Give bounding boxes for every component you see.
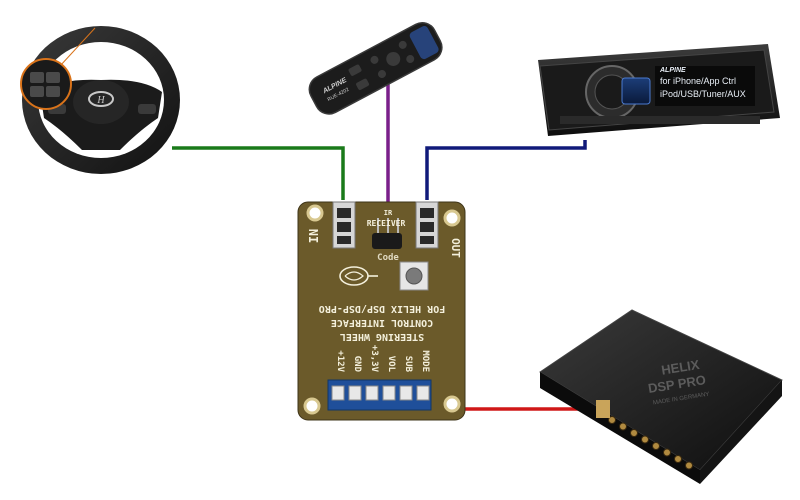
code-button	[399, 261, 429, 291]
terminal-label-4: SUB	[403, 356, 413, 373]
terminal-screw-2	[365, 385, 379, 401]
dsp-connectors	[608, 416, 693, 470]
svg-text:H: H	[96, 95, 105, 106]
terminal-screw-1	[348, 385, 362, 401]
terminal-screw-0	[331, 385, 345, 401]
dsp-port-4	[652, 442, 660, 450]
dsp-port-1	[619, 422, 627, 431]
terminal-label-5: MODE	[420, 350, 430, 372]
terminal-screw-3	[382, 385, 396, 401]
head-unit-line2: iPod/USB/Tuner/AUX	[660, 89, 746, 99]
steering-controls-zoom	[20, 58, 72, 110]
dsp-port-0	[608, 416, 616, 424]
wire-headunit-to-out	[425, 140, 587, 200]
head-unit-brand: ALPINE	[659, 67, 686, 74]
hyundai-logo-icon: H	[88, 91, 114, 107]
dsp-amplifier: HELIX DSP PRO MADE IN GERMANY	[539, 309, 783, 484]
terminal-block	[327, 379, 432, 411]
dsp-port-5	[663, 448, 671, 457]
remote-control: ALPINE RUE-4202	[308, 22, 443, 115]
board-title-line3: FOR HELIX DSP/DSP-PRO	[319, 303, 445, 314]
interface-board: IN IR RECEIVER Code OUT	[297, 201, 466, 421]
terminal-label-1: GND	[352, 356, 362, 373]
in-jack	[332, 201, 356, 249]
terminal-label-2: +3,3V	[369, 345, 379, 373]
terminal-screw-5	[416, 385, 430, 401]
head-unit: ALPINE for iPhone/App Ctrl iPod/USB/Tune…	[538, 44, 780, 136]
dsp-port-3	[641, 435, 649, 444]
board-title-line1: STEERING WHEEL	[340, 331, 424, 342]
label-out: OUT	[449, 238, 462, 258]
dsp-port-2	[630, 429, 638, 437]
out-jack	[415, 201, 439, 249]
steering-wheel: H	[20, 26, 180, 174]
dsp-input-connector	[596, 400, 610, 418]
dsp-port-6	[674, 455, 682, 463]
head-unit-display-icon	[621, 77, 651, 105]
label-receiver: RECEIVER	[367, 219, 406, 228]
ir-receiver	[372, 218, 402, 249]
head-unit-line1: for iPhone/App Ctrl	[660, 76, 736, 86]
helix-logo-icon	[339, 266, 378, 286]
wire-steering-to-in	[172, 146, 345, 200]
terminal-screw-4	[399, 385, 413, 401]
terminal-label-0: +12V	[335, 350, 345, 372]
label-code: Code	[377, 253, 399, 263]
dsp-port-7	[685, 461, 693, 470]
dsp-brand: HELIX	[660, 357, 700, 378]
board-title-line2: CONTROL INTERFACE	[331, 317, 433, 328]
label-in: IN	[307, 229, 321, 243]
label-ir: IR	[384, 209, 393, 217]
terminal-label-3: VOL	[386, 356, 396, 373]
